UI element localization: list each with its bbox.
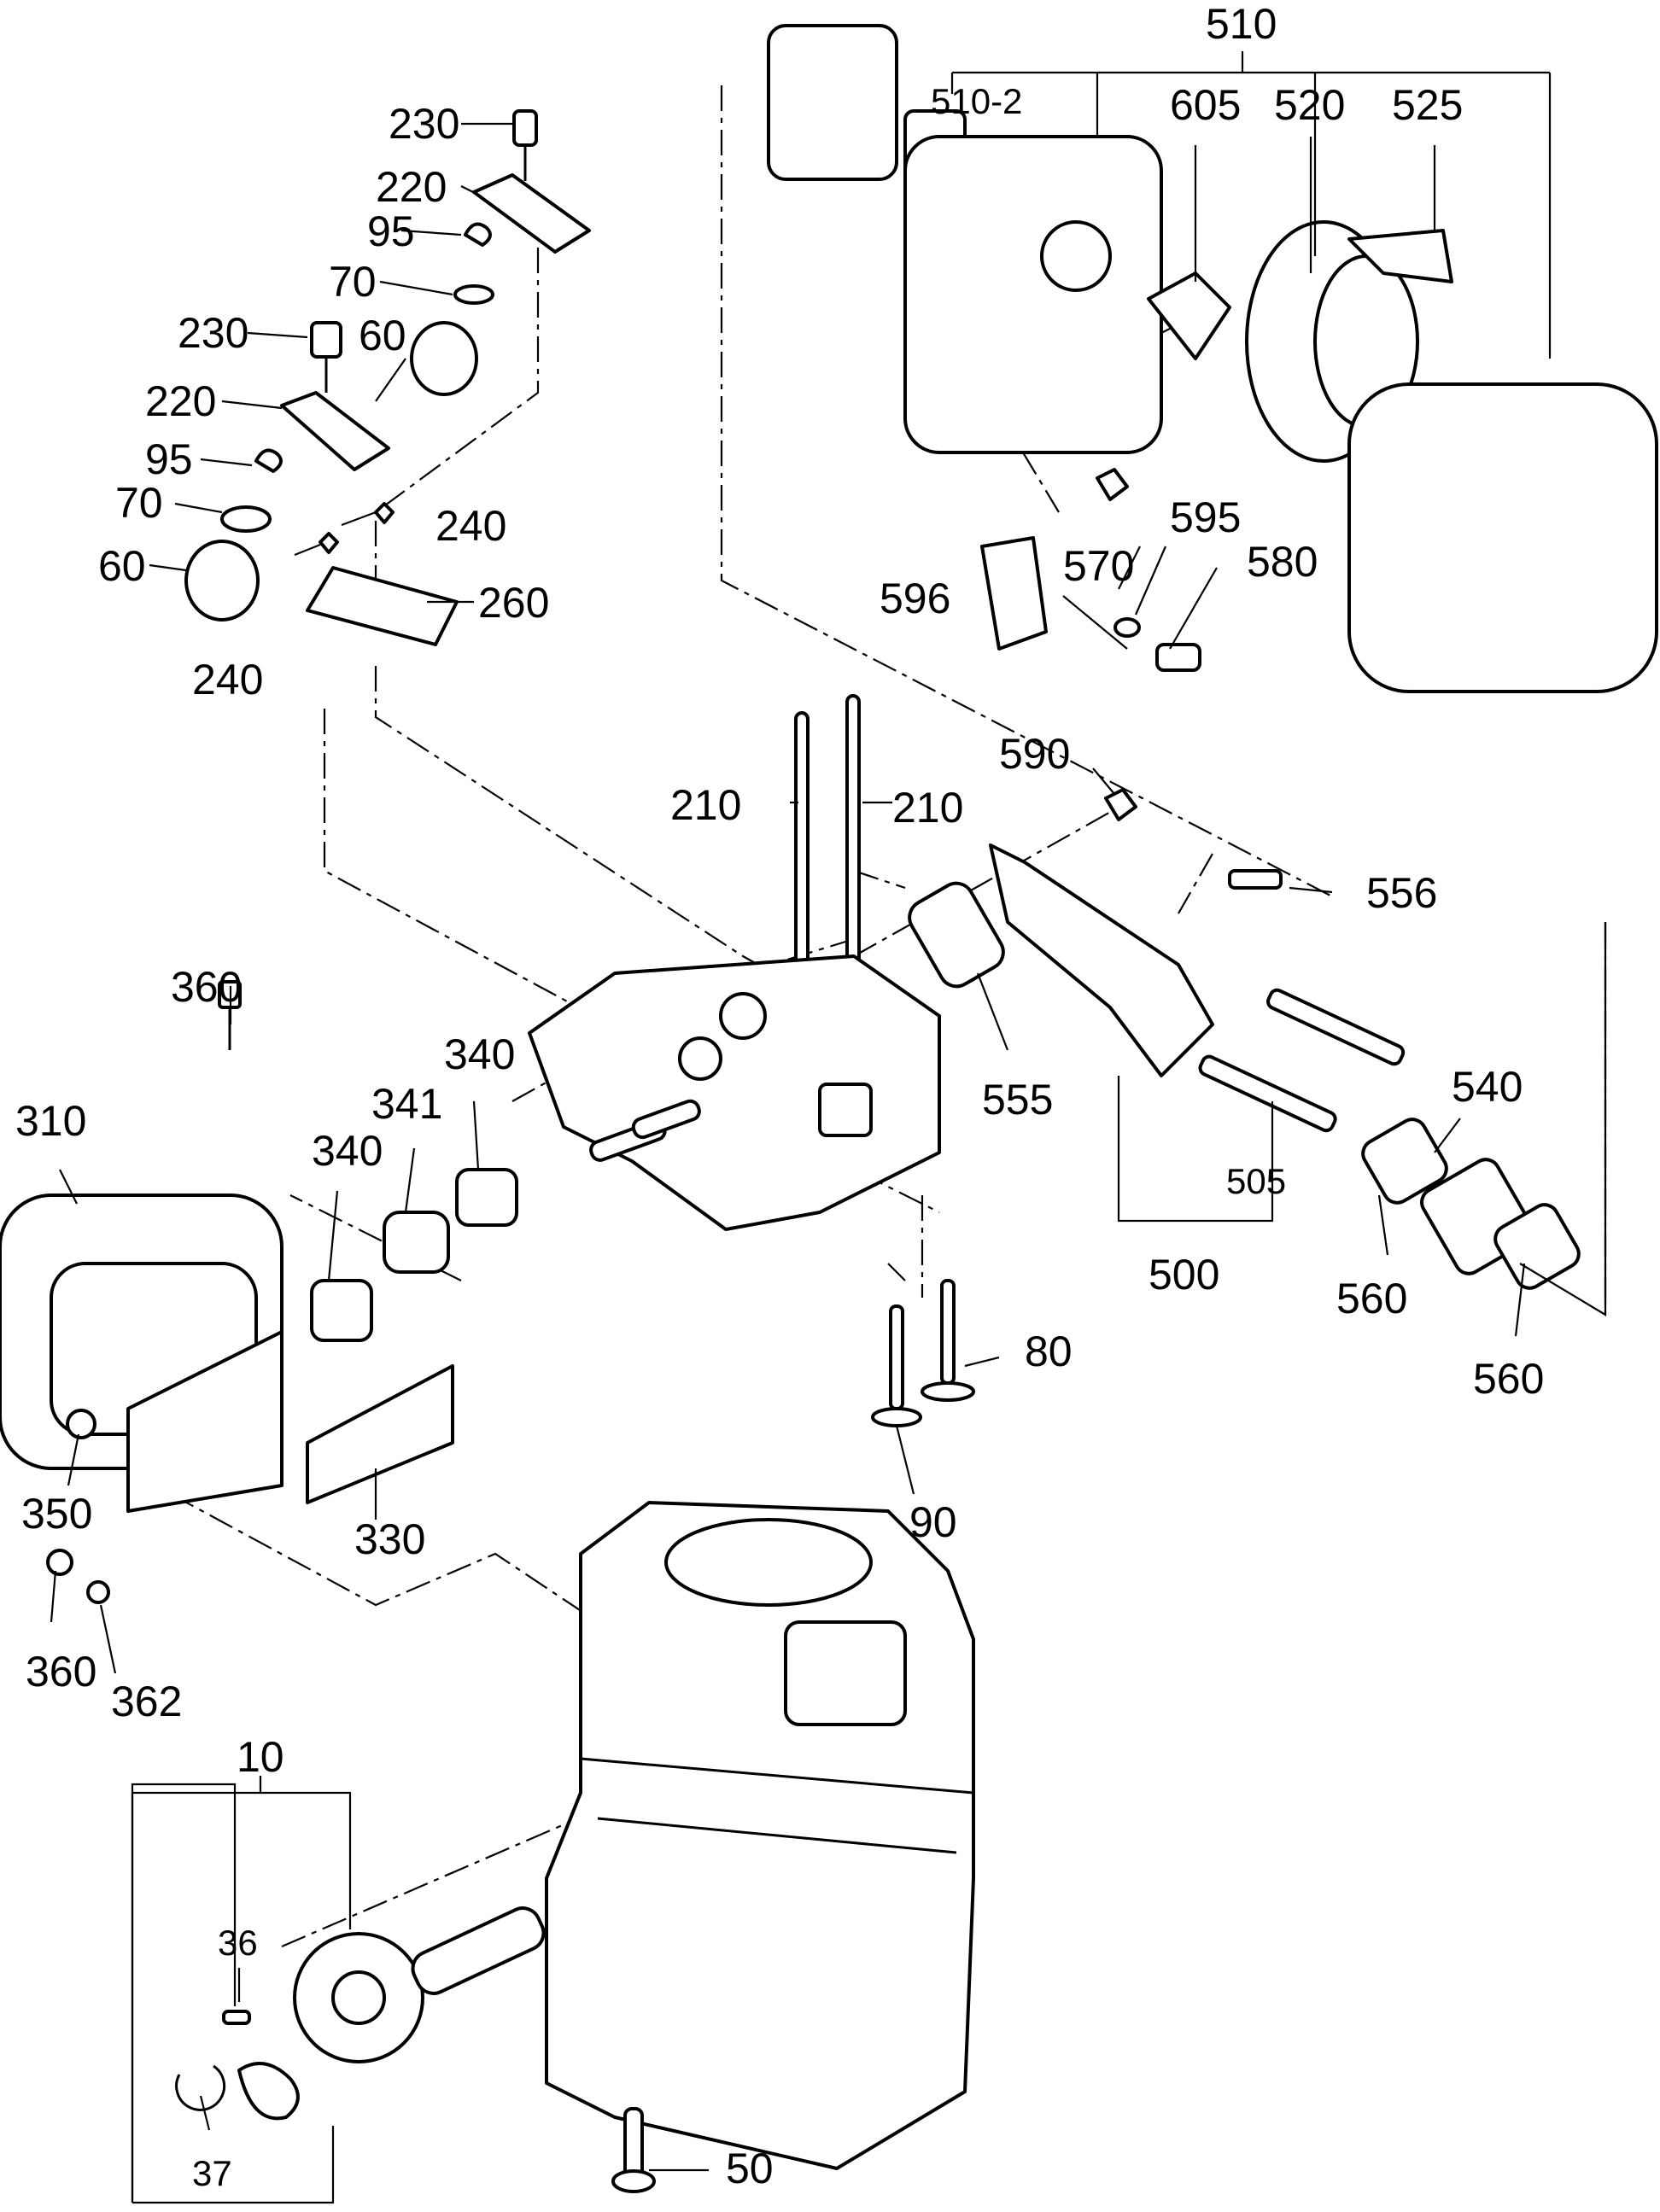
label-580: 580: [1247, 538, 1318, 586]
label-505: 505: [1226, 1161, 1286, 1201]
label-560-upper: 560: [1336, 1275, 1407, 1322]
label-70-top: 70: [329, 258, 377, 306]
part-number-labels: 510 510-2 605 520 525 230 220 95 70 230 …: [15, 0, 1544, 2193]
air-cleaner-assembly: [767, 24, 1658, 693]
callout-leaders: [50, 51, 1607, 2204]
cylinder-block: [545, 1501, 975, 2170]
label-37: 37: [192, 2153, 232, 2193]
label-340-upper: 340: [444, 1030, 515, 1078]
label-220-top: 220: [376, 163, 447, 211]
label-230-top: 230: [389, 100, 459, 148]
rocker-arm-assembly: [184, 109, 591, 646]
label-590: 590: [999, 730, 1070, 778]
label-210-right: 210: [892, 784, 963, 832]
label-60-mid: 60: [98, 542, 146, 590]
label-360-bottom: 360: [26, 1648, 96, 1695]
label-220-mid: 220: [145, 377, 216, 425]
label-595: 595: [1170, 493, 1241, 541]
label-340-lower: 340: [312, 1127, 383, 1175]
cylinder-head: [528, 954, 941, 1231]
label-230-mid: 230: [178, 309, 248, 357]
label-540: 540: [1452, 1063, 1523, 1111]
label-50: 50: [726, 2145, 774, 2192]
label-362: 362: [111, 1678, 182, 1725]
label-310: 310: [15, 1097, 86, 1145]
label-525: 525: [1392, 81, 1463, 129]
label-36: 36: [218, 1923, 258, 1963]
muffler-assembly: [0, 980, 518, 1604]
label-596: 596: [880, 575, 950, 622]
label-556: 556: [1366, 869, 1437, 917]
valves: [871, 1279, 975, 1427]
camshaft-assembly: [175, 1906, 656, 2193]
label-360-top: 360: [171, 963, 242, 1011]
label-210-left: 210: [670, 781, 741, 829]
label-80: 80: [1025, 1328, 1073, 1375]
label-95-top: 95: [367, 207, 415, 255]
label-10: 10: [237, 1733, 284, 1781]
label-260: 260: [478, 579, 549, 627]
label-510-2: 510-2: [931, 81, 1022, 121]
label-510: 510: [1206, 0, 1277, 48]
label-240-left: 240: [192, 656, 263, 703]
assembly-guide-lines: [170, 85, 1607, 2117]
intake-and-pushrods: [794, 694, 1581, 1290]
label-341: 341: [371, 1080, 442, 1128]
label-240-right: 240: [435, 502, 506, 550]
label-605: 605: [1170, 81, 1241, 129]
label-520: 520: [1274, 81, 1345, 129]
label-560-lower: 560: [1473, 1355, 1544, 1403]
label-60-top: 60: [359, 312, 406, 359]
label-95-mid: 95: [145, 435, 193, 483]
label-70-mid: 70: [115, 479, 163, 527]
label-350: 350: [21, 1490, 92, 1538]
label-90: 90: [909, 1498, 957, 1546]
label-500: 500: [1149, 1251, 1219, 1299]
label-555: 555: [982, 1076, 1053, 1124]
label-570: 570: [1063, 542, 1134, 590]
label-330: 330: [354, 1515, 425, 1563]
